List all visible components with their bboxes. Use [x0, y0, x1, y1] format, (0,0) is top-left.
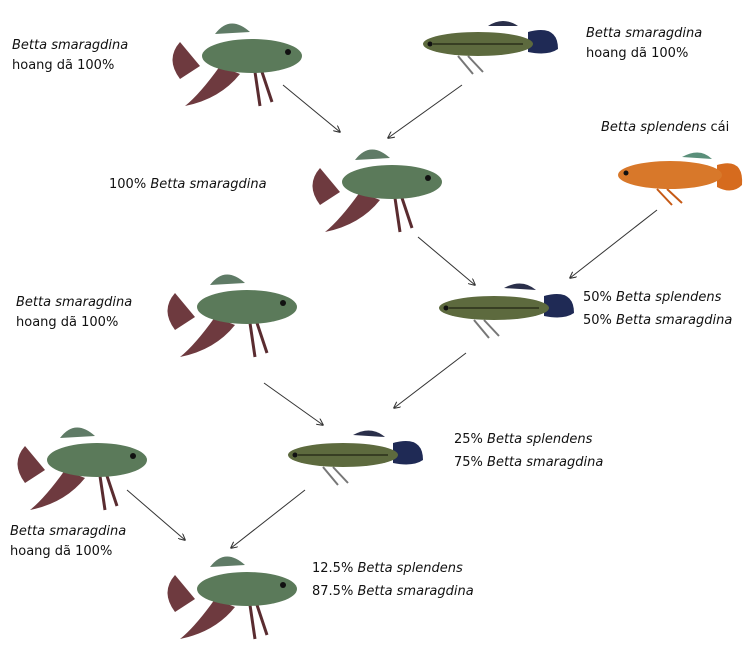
arrow-gen2-to-gen3 [394, 352, 467, 408]
percent: 100% [109, 177, 147, 192]
sex-label: cái [710, 120, 730, 135]
label-wild-mid-left: Betta smaragdina hoang dã 100% [16, 293, 132, 333]
fish-gen2-hybrid [439, 283, 574, 339]
species-name: Betta splendens [616, 290, 722, 305]
percent: 75% [454, 455, 483, 470]
wild-note: hoang dã 100% [12, 58, 115, 73]
fish-smaragdina-female-top-right [423, 21, 558, 75]
percent: 12.5% [312, 561, 354, 576]
fish-splendens-female [618, 152, 743, 206]
species-name: Betta splendens [487, 432, 593, 447]
species-name: Betta smaragdina [616, 313, 733, 328]
percent: 50% [583, 290, 612, 305]
species-name: Betta smaragdina [357, 584, 474, 599]
label-gen3: 25% Betta splendens 75% Betta smaragdina [454, 428, 603, 474]
species-name: Betta smaragdina [586, 26, 703, 41]
species-name: Betta smaragdina [150, 177, 267, 192]
species-name: Betta splendens [601, 120, 707, 135]
arrow-wildtr-to-gen1 [388, 84, 463, 138]
species-name: Betta smaragdina [12, 38, 129, 53]
fish-smaragdina-male-top-left [172, 23, 302, 107]
arrow-gen3-to-gen4 [231, 489, 306, 548]
label-gen2: 50% Betta splendens 50% Betta smaragdina [583, 286, 732, 332]
fish-gen4-smaragdina [167, 556, 297, 640]
arrow-wildbl-to-gen4 [126, 489, 185, 540]
species-name: Betta splendens [357, 561, 463, 576]
label-gen1: 100% Betta smaragdina [109, 175, 267, 195]
label-wild-bottom-left: Betta smaragdina hoang dã 100% [10, 522, 126, 562]
fish-smaragdina-male-bottom-left [17, 427, 147, 511]
label-gen4: 12.5% Betta splendens 87.5% Betta smarag… [312, 557, 474, 603]
fish-gen3-hybrid [288, 430, 423, 486]
percent: 87.5% [312, 584, 354, 599]
percent: 50% [583, 313, 612, 328]
fish-gen1-smaragdina [312, 149, 442, 233]
percent: 25% [454, 432, 483, 447]
species-name: Betta smaragdina [16, 295, 133, 310]
arrow-splendens-to-gen2 [570, 209, 658, 278]
fish-smaragdina-male-mid-left [167, 274, 297, 358]
species-name: Betta smaragdina [10, 524, 127, 539]
wild-note: hoang dã 100% [586, 46, 689, 61]
label-wild-top-right: Betta smaragdina hoang dã 100% [586, 24, 702, 64]
arrow-wildtl-to-gen1 [282, 84, 340, 132]
arrow-wildml-to-gen3 [263, 382, 323, 425]
wild-note: hoang dã 100% [16, 315, 119, 330]
label-splendens-female: Betta splendens cái [601, 118, 729, 138]
species-name: Betta smaragdina [487, 455, 604, 470]
arrow-gen1-to-gen2 [417, 236, 475, 285]
label-wild-top-left: Betta smaragdina hoang dã 100% [12, 36, 128, 76]
wild-note: hoang dã 100% [10, 544, 113, 559]
